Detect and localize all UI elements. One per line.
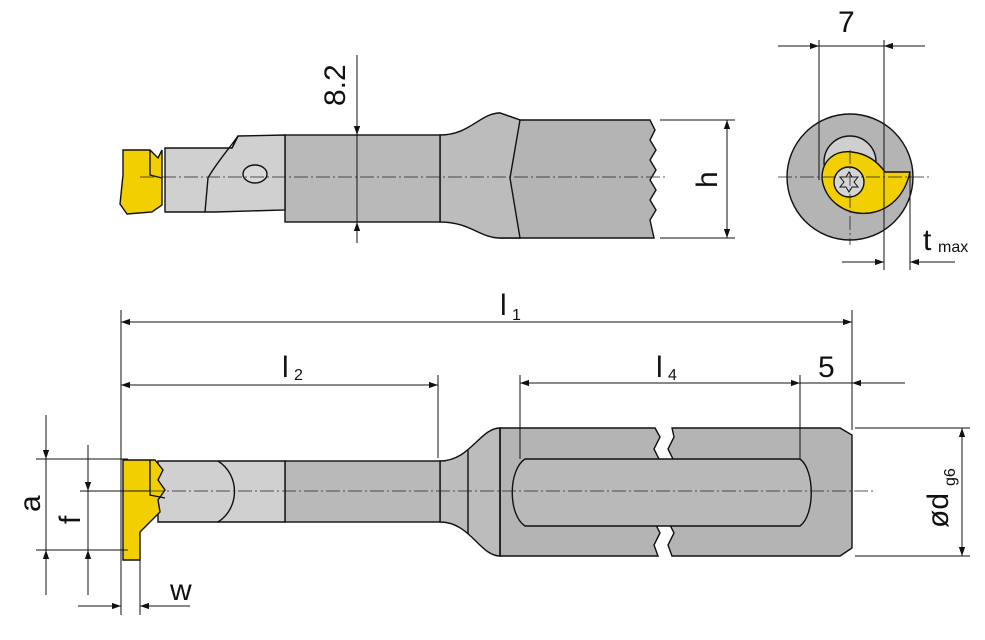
dim-f-label: f: [54, 515, 87, 524]
dim-l2-sub: 2: [294, 367, 303, 384]
dim-5-label: 5: [818, 351, 835, 384]
dim-l1-sub: 1: [512, 307, 521, 324]
side-insert: [122, 459, 166, 561]
dim-h-label: h: [691, 171, 724, 188]
side-view: l 1 l 2 l 4 5 ød g6 a f: [14, 289, 970, 615]
end-view: 7 t max: [778, 6, 968, 270]
end-screw: [833, 166, 865, 198]
dim-d-sub: g6: [942, 468, 959, 486]
dim-w-label: w: [169, 574, 192, 607]
top-insert: [119, 149, 163, 215]
top-neck: [439, 112, 521, 239]
top-head-chamfer: [204, 135, 239, 213]
side-head: [157, 460, 286, 523]
dim-d-label: ød: [922, 493, 955, 528]
dim-l2-label: l: [282, 351, 289, 384]
dim-l4-sub: 4: [668, 367, 677, 384]
top-bar: [284, 134, 441, 223]
side-neck: [439, 427, 501, 557]
top-view: 8.2 h: [119, 55, 735, 243]
side-flat: [511, 458, 812, 527]
coolant-hole: [242, 164, 268, 184]
dim-7-label: 7: [838, 6, 855, 39]
dim-t-label: t: [923, 224, 932, 257]
dim-t-sub: max: [938, 239, 968, 256]
side-bar: [284, 460, 441, 523]
dim-l1-label: l: [500, 289, 507, 322]
dim-8-2-label: 8.2: [319, 64, 352, 106]
dim-l4-label: l: [656, 351, 663, 384]
top-shank: [499, 112, 657, 239]
side-head-arc: [217, 460, 236, 523]
side-insert-edge: [149, 460, 166, 499]
dim-a-label: a: [14, 495, 47, 512]
